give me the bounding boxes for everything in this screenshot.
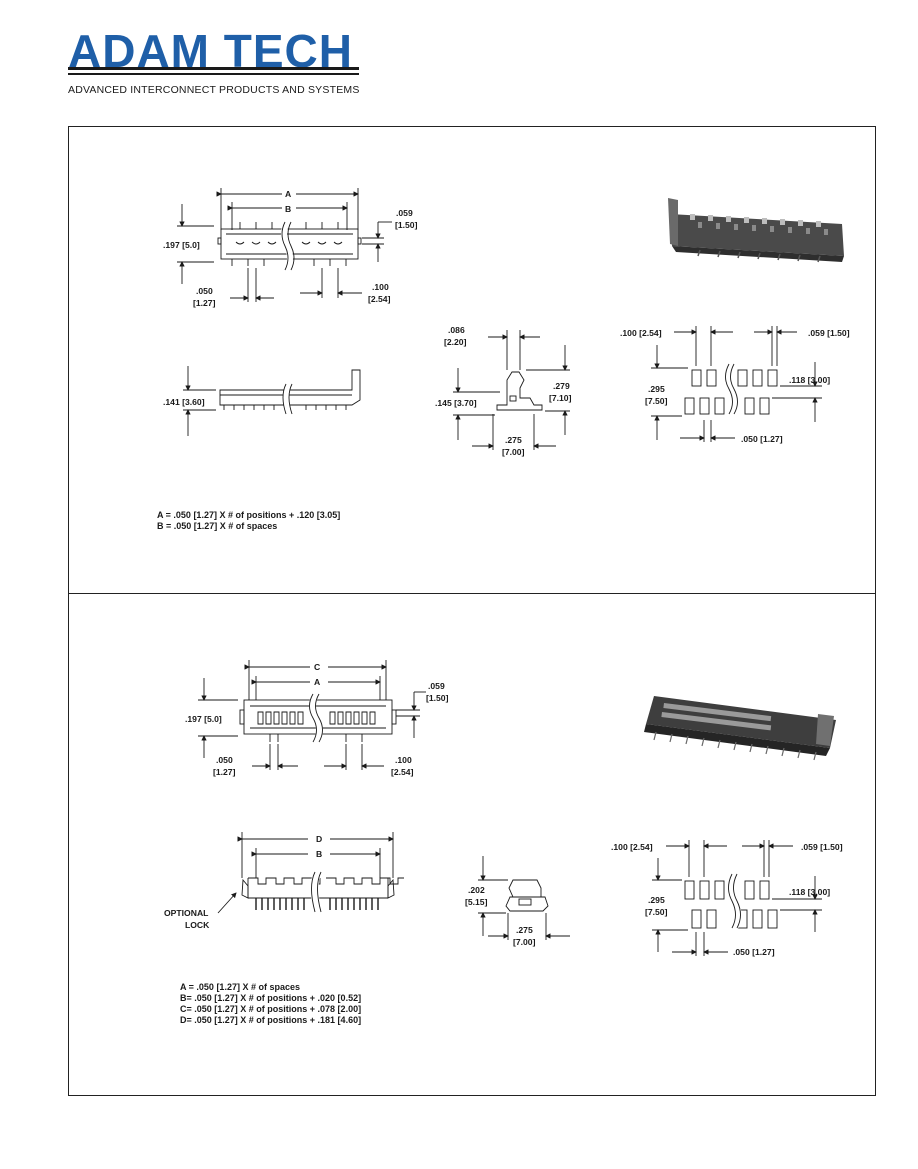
dim-label-a: A [314, 677, 320, 687]
dim-label-c: C [314, 662, 320, 672]
dim-side-mm: [1.50] [395, 220, 418, 230]
dim-row-in: .100 [372, 282, 389, 292]
dim-pcb-right: .059 [1.50] [801, 842, 843, 852]
dim-pitch-in: .050 [196, 286, 213, 296]
dim-side-mm: [1.50] [426, 693, 449, 703]
dim-label-a: A [285, 189, 291, 199]
dim-end-bottom-mm: [7.00] [513, 937, 536, 947]
dim-pcb-right: .059 [1.50] [808, 328, 850, 338]
dim-pcb-pitch: .050 [1.27] [733, 947, 775, 957]
tagline: ADVANCED INTERCONNECT PRODUCTS AND SYSTE… [68, 84, 360, 96]
formula-line: B= .050 [1.27] X # of positions + .020 [… [180, 993, 362, 1003]
dim-pcb-height-mm: [7.50] [645, 907, 668, 917]
optional-lock-label: LOCK [185, 920, 210, 930]
dim-pcb-left: .100 [2.54] [611, 842, 653, 852]
s2-top-view [198, 660, 426, 770]
section-divider [68, 593, 876, 594]
dim-end-right-in: .279 [553, 381, 570, 391]
dim-label-b: B [285, 204, 291, 214]
dim-end-right-mm: [7.10] [549, 393, 572, 403]
formula-line: D= .050 [1.27] X # of positions + .181 [… [180, 1015, 362, 1025]
dim-end-left-in: .202 [468, 885, 485, 895]
dim-row-mm: [2.54] [391, 767, 414, 777]
dim-pcb-pitch: .050 [1.27] [741, 434, 783, 444]
drawing-frame [68, 126, 876, 1096]
dim-end-left: .145 [3.70] [435, 398, 477, 408]
s1-product-image [668, 198, 844, 263]
dim-pcb-height-in: .295 [648, 895, 665, 905]
dim-row-in: .100 [395, 755, 412, 765]
dim-side-in: .059 [396, 208, 413, 218]
dim-label-d: D [316, 834, 322, 844]
formula-line: B = .050 [1.27] X # of spaces [157, 521, 278, 531]
dim-pcb-height-in: .295 [648, 384, 665, 394]
optional-lock-label: OPTIONAL [164, 908, 208, 918]
dim-pitch-in: .050 [216, 755, 233, 765]
formula-line: A = .050 [1.27] X # of spaces [180, 982, 300, 992]
dim-end-bottom-mm: [7.00] [502, 447, 525, 457]
dim-pcb-pad: .118 [3.00] [789, 887, 830, 897]
dim-label-b: B [316, 849, 322, 859]
dim-pcb-left: .100 [2.54] [620, 328, 662, 338]
dim-end-bottom-in: .275 [516, 925, 533, 935]
logo-rule [68, 73, 359, 75]
dim-side-height: .141 [3.60] [163, 397, 205, 407]
s2-side-view [217, 832, 404, 914]
formula-list: A = .050 [1.27] X # of spaces B= .050 [1… [180, 982, 361, 1026]
logo-rule [68, 67, 359, 70]
dim-pitch-mm: [1.27] [193, 298, 216, 308]
dim-pcb-pad: .118 [3.00] [789, 375, 830, 385]
dim-pcb-height-mm: [7.50] [645, 396, 668, 406]
dim-end-top-mm: [2.20] [444, 337, 467, 347]
s1-pcb-layout [651, 326, 822, 442]
dim-pitch-mm: [1.27] [213, 767, 236, 777]
s1-top-view [177, 188, 392, 302]
dim-side-in: .059 [428, 681, 445, 691]
s1-side-view [183, 366, 361, 436]
formula-list: A = .050 [1.27] X # of positions + .120 … [157, 510, 340, 532]
dim-height: .197 [5.0] [185, 714, 222, 724]
s2-pcb-layout [652, 840, 822, 956]
dim-row-mm: [2.54] [368, 294, 391, 304]
brand-logo: ADAM TECH [68, 25, 353, 77]
dim-end-top-in: .086 [448, 325, 465, 335]
dim-end-left-mm: [5.15] [465, 897, 488, 907]
s2-end-view [478, 856, 570, 940]
dim-height: .197 [5.0] [163, 240, 200, 250]
s1-end-view [453, 330, 570, 450]
formula-line: A = .050 [1.27] X # of positions + .120 … [157, 510, 341, 520]
formula-line: C= .050 [1.27] X # of positions + .078 [… [180, 1004, 362, 1014]
s2-product-image [644, 696, 836, 761]
dim-end-bottom-in: .275 [505, 435, 522, 445]
